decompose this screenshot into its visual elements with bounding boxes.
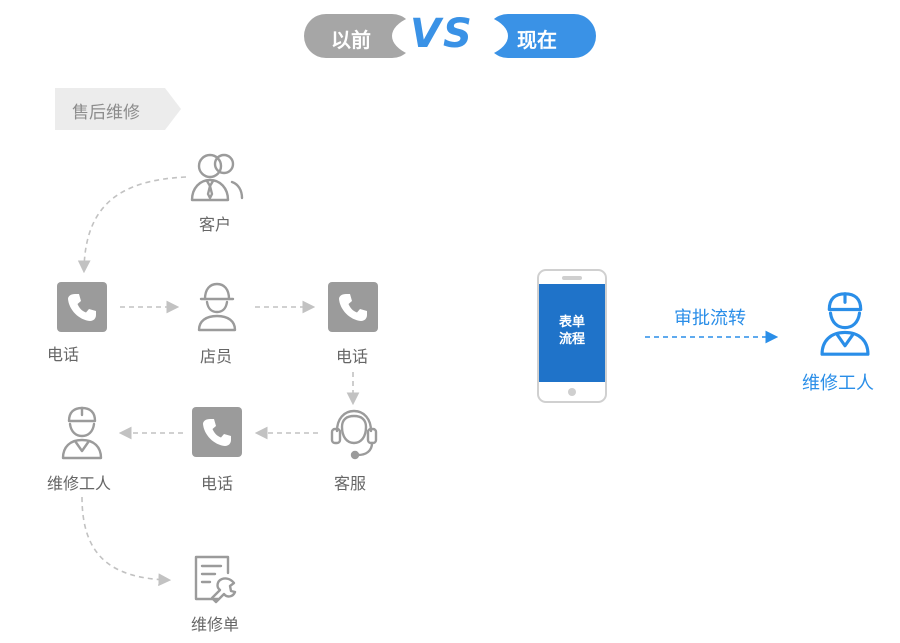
before-label: 以前: [331, 28, 371, 52]
phone-bottom-label: 电话: [201, 474, 234, 493]
section-tag: [55, 88, 181, 130]
phone-screen-text: 表单 流程: [552, 314, 592, 348]
phone-icon: [68, 294, 96, 321]
worker-icon-blue: [820, 292, 870, 356]
clerk-icon: [197, 282, 237, 332]
phone-icon: [203, 419, 231, 446]
phone-left-label: 电话: [47, 345, 80, 364]
service-label: 客服: [334, 474, 367, 493]
worker-label: 维修工人: [47, 474, 112, 493]
customer-icon: [190, 153, 244, 202]
worker-icon: [61, 406, 103, 460]
phone-screen-line2: 流程: [558, 332, 585, 347]
phone-box-right: [328, 282, 378, 332]
section-tag-label: 售后维修: [72, 103, 140, 123]
smartphone: [537, 269, 607, 403]
vs-banner: [304, 10, 596, 62]
customer-label: 客户: [199, 215, 232, 234]
approval-flow-label: 审批流转: [674, 308, 746, 329]
worker-label-new: 维修工人: [802, 373, 874, 394]
clerk-label: 店员: [200, 347, 233, 366]
phone-right-label: 电话: [336, 347, 369, 366]
phone-box-left: [57, 282, 107, 332]
repair-order-label: 维修单: [191, 615, 240, 634]
repair-order-icon: [194, 555, 237, 604]
phone-icon: [339, 294, 367, 321]
vs-label: VS: [410, 11, 474, 57]
phone-screen-line1: 表单: [558, 315, 585, 330]
headset-icon: [330, 409, 378, 460]
after-label: 现在: [517, 28, 557, 52]
phone-box-bottom: [192, 407, 242, 457]
